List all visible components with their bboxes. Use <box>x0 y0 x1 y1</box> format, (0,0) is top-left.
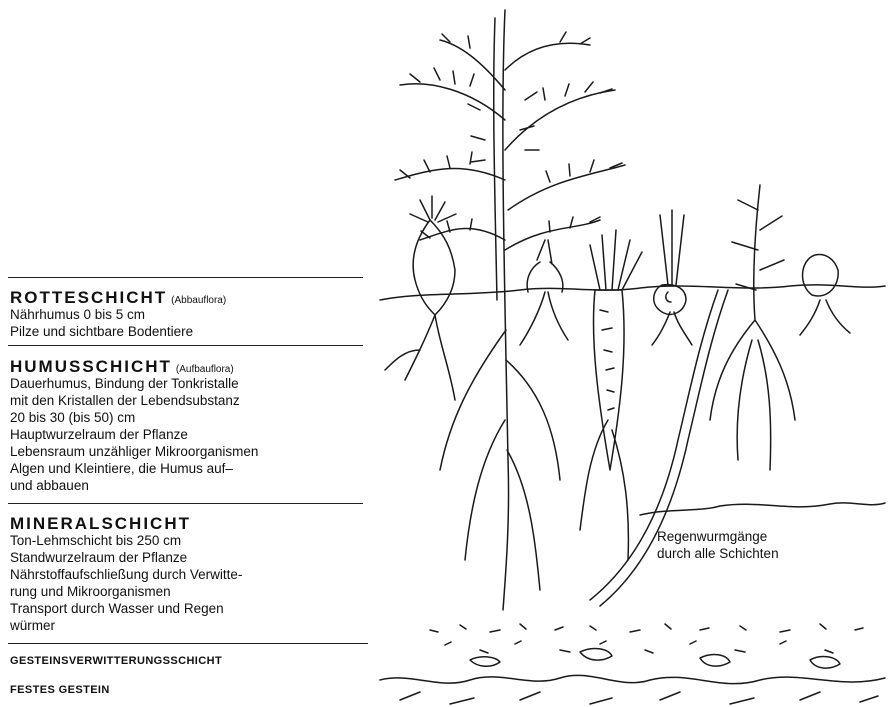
humusschicht-line: und abbauen <box>10 478 89 495</box>
carrot-icon <box>580 230 642 560</box>
gesteinsverwitterung-label: GESTEINSVERWITTERUNGSSCHICHT <box>10 655 222 667</box>
earthworm-label: Regenwurmgänge durch alle Schichten <box>657 528 779 562</box>
rotteschicht-subtitle: (Abbauflora) <box>171 295 226 306</box>
festes-gestein-label: FESTES GESTEIN <box>10 684 110 696</box>
humusschicht-subtitle: (Aufbauflora) <box>176 364 234 375</box>
mineralschicht-line: Transport durch Wasser und Regen <box>10 601 224 618</box>
rotteschicht-line: Nährhumus 0 bis 5 cm <box>10 307 145 324</box>
mineralschicht-line: rung und Mikroorganismen <box>10 584 171 601</box>
rule-humus-mineral <box>8 503 363 504</box>
weathered-rock-icon <box>430 624 863 668</box>
humusschicht-line: 20 bis 30 (bis 50) cm <box>10 410 135 427</box>
humusschicht-line: Algen und Kleintiere, die Humus auf– <box>10 461 233 478</box>
earthworm-label-line: durch alle Schichten <box>657 545 779 562</box>
rotteschicht-line: Pilze und sichtbare Bodentiere <box>10 324 193 341</box>
humusschicht-line: mit den Kristallen der Lebendsubstanz <box>10 393 240 410</box>
top-rule <box>8 277 363 278</box>
mineralschicht-line: Standwurzelraum der Pflanze <box>10 550 187 567</box>
humusschicht-line: Dauerhumus, Bindung der Tonkristalle <box>10 376 239 393</box>
mineralschicht-title: MINERALSCHICHT <box>10 514 191 534</box>
humusschicht-title: HUMUSSCHICHT(Aufbauflora) <box>10 357 234 377</box>
right-plant-icon <box>710 185 850 470</box>
rule-mineral-gestein <box>8 643 368 644</box>
soil-surface-line <box>380 285 885 515</box>
rotteschicht-title: ROTTESCHICHT(Abbauflora) <box>10 288 226 308</box>
mineralschicht-line: würmer <box>10 618 55 635</box>
mineralschicht-line: Ton-Lehmschicht bis 250 cm <box>10 533 181 550</box>
onion-icon <box>652 210 692 345</box>
mineralschicht-line: Nährstoffaufschließung durch Verwitte- <box>10 567 242 584</box>
small-plant-icon <box>520 240 568 345</box>
rule-rotte-humus <box>8 345 363 346</box>
humusschicht-line: Lebensraum unzähliger Mikroorganismen <box>10 444 258 461</box>
bedrock-icon <box>380 675 885 704</box>
earthworm-label-line: Regenwurmgänge <box>657 528 779 545</box>
humusschicht-line: Hauptwurzelraum der Pflanze <box>10 427 188 444</box>
